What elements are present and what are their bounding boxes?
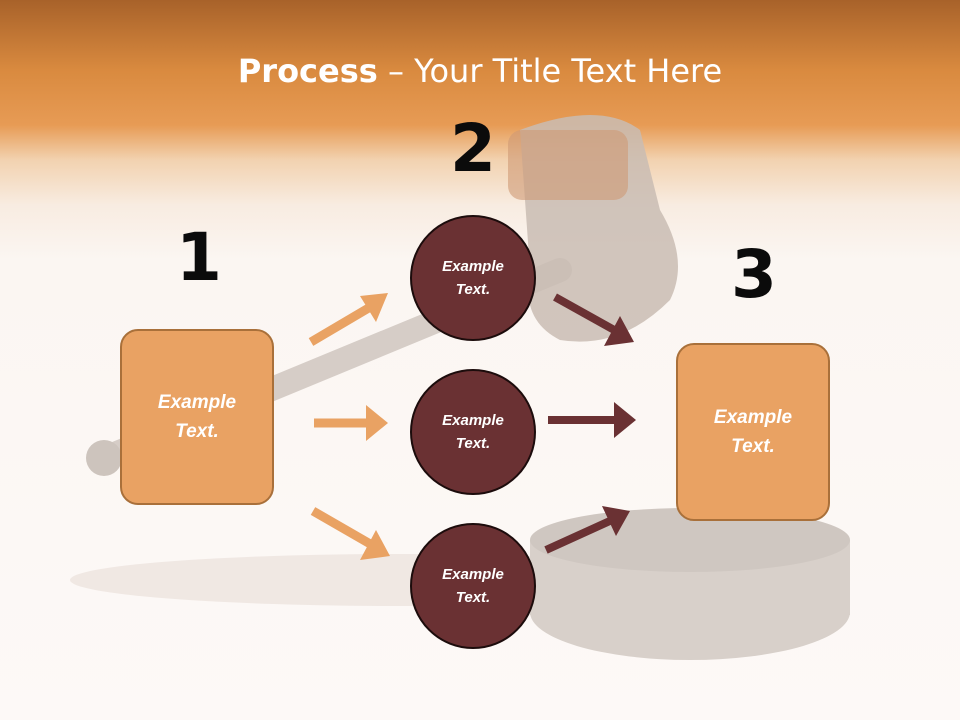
circle-middle-label-line1: Example <box>442 412 504 429</box>
step-3-label-line1: Example <box>713 407 793 428</box>
step-3-box[interactable]: Example Text. <box>676 343 830 521</box>
title-rest: Your Title Text Here <box>414 52 723 90</box>
circle-top[interactable]: Example Text. <box>410 215 536 341</box>
slide-title: Process – Your Title Text Here <box>0 52 960 90</box>
step-number-2: 2 <box>450 110 496 187</box>
circle-middle-label-line2: Text. <box>455 435 491 452</box>
step-number-3: 3 <box>731 236 777 313</box>
arrow-from-circle-bottom <box>544 506 630 554</box>
circle-bottom-label-line1: Example <box>442 566 504 583</box>
arrow-to-circle-bottom <box>310 507 390 560</box>
title-bold: Process <box>237 52 378 90</box>
circle-middle[interactable]: Example Text. <box>410 369 536 495</box>
arrow-to-circle-middle <box>314 405 388 441</box>
circle-bottom[interactable]: Example Text. <box>410 523 536 649</box>
circle-top-label-line2: Text. <box>455 281 491 298</box>
arrow-to-circle-top <box>308 293 388 346</box>
step-number-1: 1 <box>176 219 222 296</box>
arrow-from-circle-top <box>553 293 634 346</box>
step-3-label-line2: Text. <box>731 436 775 457</box>
title-separator: – <box>377 52 415 90</box>
circle-top-label-line1: Example <box>442 258 504 275</box>
arrow-from-circle-middle <box>548 402 636 438</box>
step-1-label-line2: Text. <box>175 421 219 442</box>
step-1-box[interactable]: Example Text. <box>120 329 274 505</box>
circle-bottom-label-line2: Text. <box>455 589 491 606</box>
step-1-label-line1: Example <box>157 392 237 413</box>
